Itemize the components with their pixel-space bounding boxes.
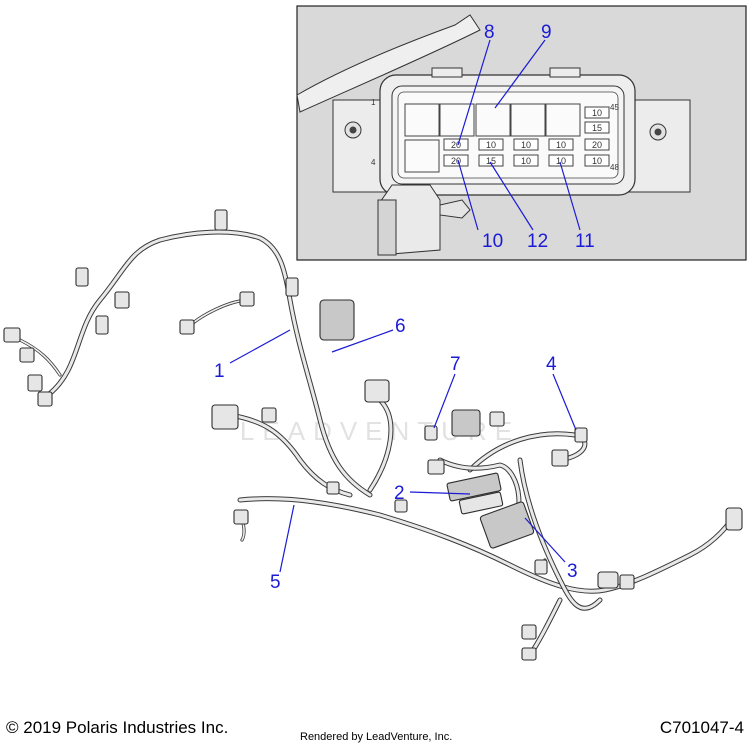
fuse-box-pin-label: 48 (610, 163, 619, 172)
callout-9: 9 (541, 22, 552, 43)
callout-leaders (229, 329, 577, 573)
callout-5: 5 (270, 572, 281, 593)
fuse-rating: 10 (521, 156, 531, 166)
fuse-box-pin-label: 45 (610, 103, 619, 112)
rendered-by-text: Rendered by LeadVenture, Inc. (300, 731, 453, 743)
callout-6: 6 (395, 316, 406, 337)
callout-3: 3 (567, 561, 578, 582)
fuse-box-pin-label: 1 (371, 98, 376, 107)
callout-1: 1 (214, 361, 225, 382)
part-number: C701047-4 (659, 718, 744, 737)
fuse-rating: 10 (486, 140, 496, 150)
callout-4: 4 (546, 354, 557, 375)
fuse-grid: 10 15 20 10 10 10 20 20 15 10 10 10 (443, 106, 610, 167)
callout-11: 11 (575, 231, 595, 252)
fuse-box-pin-label: 4 (371, 158, 376, 167)
fuse-rating: 10 (592, 156, 602, 166)
callout-2: 2 (394, 483, 405, 504)
fuse-rating: 20 (451, 140, 461, 150)
fuse-box-inset: 1 45 4 48 10 15 20 10 10 10 20 20 15 10 (296, 5, 747, 261)
fuse-rating: 10 (556, 156, 566, 166)
fuse-rating: 15 (592, 123, 602, 133)
fuse-rating: 20 (451, 156, 461, 166)
callout-8: 8 (484, 22, 495, 43)
fuse-rating: 15 (486, 156, 496, 166)
callout-labels: 1 2 3 4 5 6 7 8 9 10 11 12 (214, 22, 595, 593)
fuse-rating: 10 (592, 108, 602, 118)
fuse-rating: 20 (592, 140, 602, 150)
copyright-text: © 2019 Polaris Industries Inc. (6, 718, 229, 737)
callout-12: 12 (527, 231, 548, 252)
fuse-rating: 10 (556, 140, 566, 150)
callout-7: 7 (450, 354, 461, 375)
callout-10: 10 (482, 231, 503, 252)
fuse-rating: 10 (521, 140, 531, 150)
